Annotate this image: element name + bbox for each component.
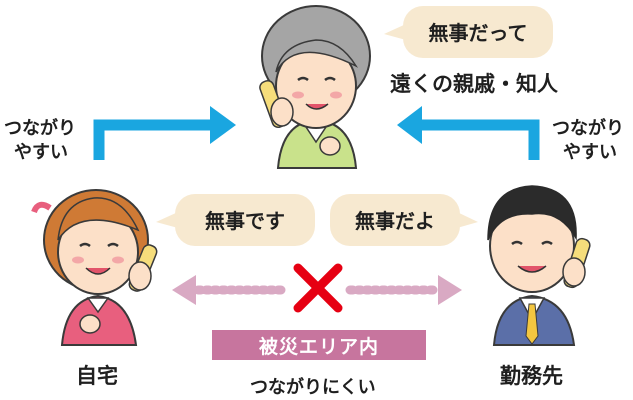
- speech-bubble-relative: [384, 6, 553, 58]
- woman-at-home-on-phone-illustration: [31, 189, 158, 346]
- arrow-home-to-relative-head: [210, 106, 236, 144]
- node-label-work: 勤務先: [500, 364, 563, 388]
- link-left-label-line1: つながり: [4, 118, 76, 139]
- dotted-arrow-left: [172, 275, 291, 305]
- arrow-work-to-relative-head: [397, 106, 422, 144]
- link-left-label-line2: やすい: [14, 142, 68, 163]
- speech-work-text: 無事だよ: [355, 209, 435, 233]
- speech-relative-text: 無事だって: [428, 21, 528, 45]
- link-bottom-label: つながりにくい: [250, 377, 376, 398]
- businessman-on-phone-illustration: [487, 185, 591, 346]
- link-right-label-line1: つながり: [552, 118, 624, 139]
- node-label-home: 自宅: [76, 364, 118, 388]
- node-label-relative: 遠くの親戚・知人: [390, 72, 558, 96]
- dotted-arrow-right: [345, 275, 462, 305]
- elderly-woman-on-phone-illustration: [259, 5, 371, 169]
- speech-home-text: 無事です: [205, 209, 285, 233]
- cross-mark-icon: [293, 263, 343, 313]
- speech-bubble-home: [156, 194, 315, 246]
- arrow-home-to-relative: [93, 119, 218, 160]
- link-right-label-line2: やすい: [563, 142, 617, 163]
- speech-bubble-work: [330, 194, 478, 246]
- disaster-zone-band: 被災エリア内: [212, 330, 426, 360]
- arrow-work-to-relative: [414, 119, 540, 160]
